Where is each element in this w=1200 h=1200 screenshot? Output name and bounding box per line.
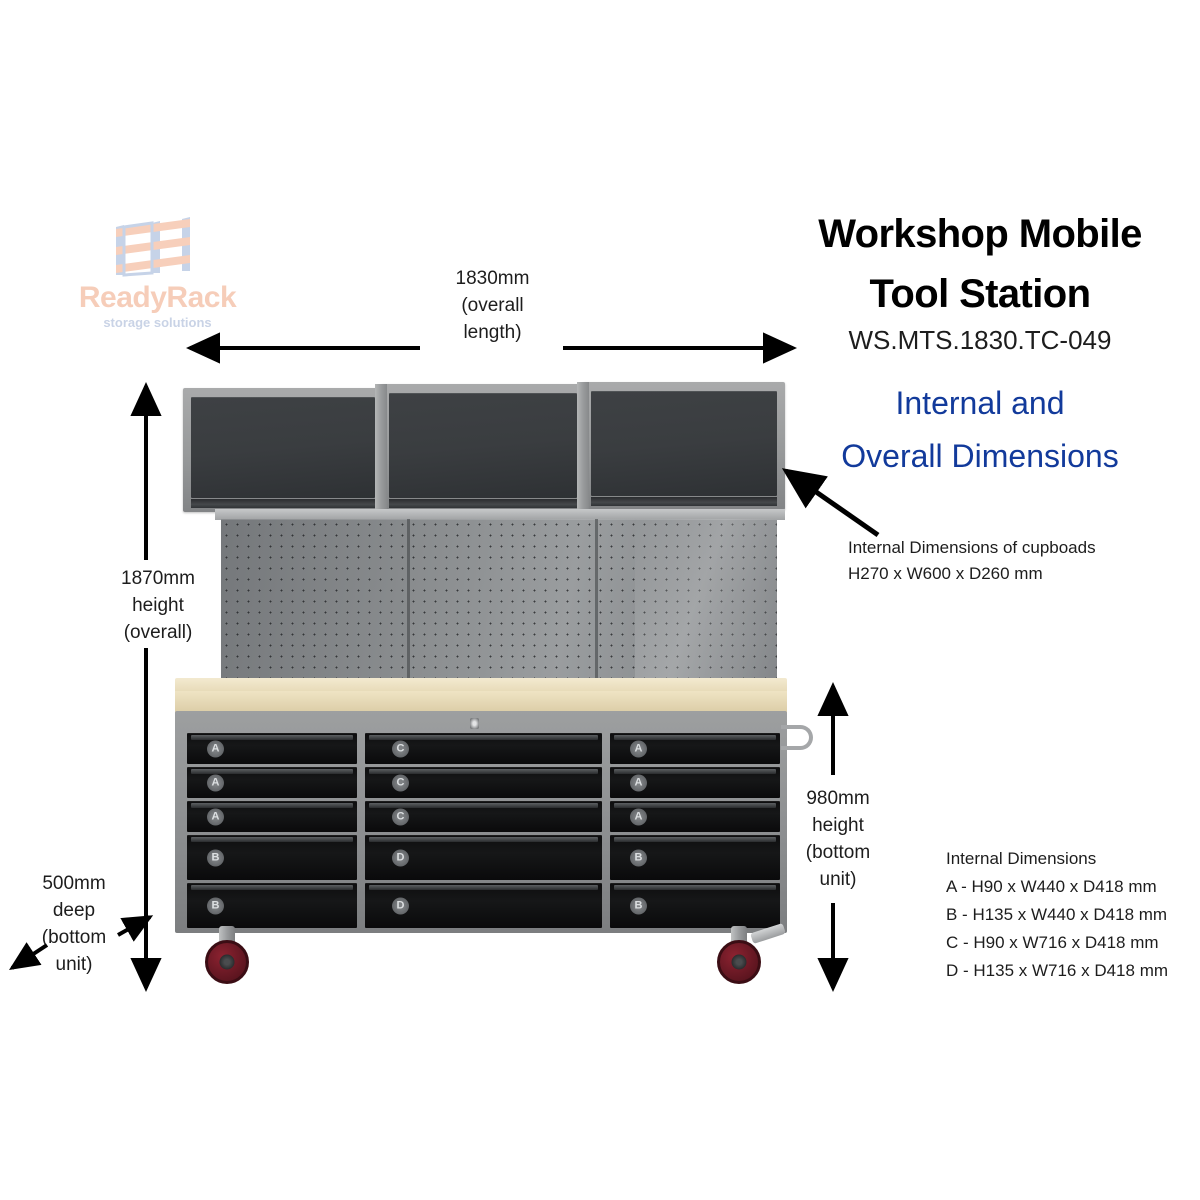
cupboard-door-left <box>191 397 375 498</box>
drawer-pull <box>191 837 353 842</box>
cupboard-note-line-2: H270 x W600 x D260 mm <box>848 564 1043 583</box>
drawer-pull <box>614 885 776 890</box>
drawer-row[interactable]: D <box>365 883 602 928</box>
drawer-badge: B <box>630 897 647 914</box>
caster-hub <box>219 954 235 970</box>
drawer-row[interactable]: C <box>365 733 602 764</box>
drawer-row[interactable]: A <box>187 801 357 832</box>
overhead-cupboard-left <box>183 388 383 512</box>
pegboard-seam-left <box>407 519 410 684</box>
cabinet-push-handle <box>781 725 813 750</box>
drawer-pull <box>369 735 598 740</box>
logo-wordmark: ReadyRack <box>78 281 237 314</box>
cabinet-lock-icon <box>470 718 479 729</box>
drawer-pull <box>191 885 353 890</box>
drawer-badge: A <box>630 740 647 757</box>
overhead-cupboard-right <box>583 382 785 510</box>
cupboard-note-line-1: Internal Dimensions of cupboads <box>848 538 1096 557</box>
drawer-row[interactable]: A <box>610 767 780 798</box>
cupboard-door-center <box>389 393 577 498</box>
drawer-column-center: C C C D D <box>365 733 602 928</box>
drawer-badge: A <box>207 774 224 791</box>
subtitle-line-2: Overall Dimensions <box>841 438 1119 474</box>
drawer-pull <box>369 769 598 774</box>
pegboard-seam-right <box>595 519 598 684</box>
cupboard-lip-center <box>389 499 577 508</box>
shelving-rack-icon <box>116 217 190 277</box>
caster-wheel-right <box>717 940 761 984</box>
cupboard-lip-left <box>191 499 375 508</box>
pegboard-panel-group <box>221 519 777 684</box>
drawer-pull <box>191 769 353 774</box>
drawer-row[interactable]: A <box>187 733 357 764</box>
drawer-row[interactable]: C <box>365 801 602 832</box>
internal-dimensions-row-c: C - H90 x W716 x D418 mm <box>946 933 1159 952</box>
product-illustration: A A A B B C C C D D A A A B B <box>165 378 813 1003</box>
cupboard-divider-post-right <box>577 382 589 512</box>
internal-dimensions-row-b: B - H135 x W440 x D418 mm <box>946 905 1168 924</box>
pegboard-top-rail <box>215 509 785 520</box>
page-title-line-1: Workshop Mobile <box>818 212 1142 256</box>
drawer-row[interactable]: C <box>365 767 602 798</box>
drawer-column-left: A A A B B <box>187 733 357 928</box>
drawer-badge: A <box>207 808 224 825</box>
drawer-row[interactable]: A <box>610 733 780 764</box>
drawer-pull <box>369 837 598 842</box>
timber-worktop-surface <box>175 678 787 693</box>
drawer-row[interactable]: B <box>187 835 357 880</box>
overhead-cupboard-center <box>381 384 585 512</box>
drawer-pull <box>614 803 776 808</box>
cupboard-divider-post-left <box>375 384 387 512</box>
drawer-badge: D <box>392 897 409 914</box>
subtitle-line-1: Internal and <box>895 385 1065 421</box>
drawer-badge: A <box>207 740 224 757</box>
drawer-pull <box>191 735 353 740</box>
page-title-line-2: Tool Station <box>869 272 1092 316</box>
internal-dimensions-row-a: A - H90 x W440 x D418 mm <box>946 877 1157 896</box>
drawer-badge: D <box>392 849 409 866</box>
drawer-badge: C <box>392 774 409 791</box>
cupboard-lip-right <box>591 497 777 506</box>
drawer-pull <box>369 803 598 808</box>
readyrack-logo: ReadyRack storage solutions <box>55 215 260 335</box>
cupboard-door-right <box>591 391 777 496</box>
drawer-row[interactable]: B <box>610 883 780 928</box>
product-sku: WS.MTS.1830.TC-049 <box>848 325 1112 355</box>
drawer-pull <box>614 837 776 842</box>
drawer-column-right: A A A B B <box>610 733 780 928</box>
cupboard-internal-dimensions-note: Internal Dimensions of cupboads H270 x W… <box>848 535 1096 587</box>
drawer-badge: B <box>630 849 647 866</box>
timber-worktop-edge <box>175 691 787 713</box>
drawer-row[interactable]: A <box>187 767 357 798</box>
logo-tagline: storage solutions <box>103 315 212 330</box>
drawer-badge: A <box>630 774 647 791</box>
drawer-badge: A <box>630 808 647 825</box>
drawer-pull <box>614 769 776 774</box>
drawer-badge: B <box>207 897 224 914</box>
drawer-row[interactable]: A <box>610 801 780 832</box>
drawer-row[interactable]: B <box>610 835 780 880</box>
caster-wheel-left <box>205 940 249 984</box>
internal-dimensions-heading: Internal Dimensions <box>946 849 1097 868</box>
drawer-badge: C <box>392 740 409 757</box>
drawer-pull <box>614 735 776 740</box>
drawer-pull <box>191 803 353 808</box>
drawer-pull <box>369 885 598 890</box>
internal-dimensions-list: Internal Dimensions A - H90 x W440 x D41… <box>946 845 1168 985</box>
drawer-badge: C <box>392 808 409 825</box>
drawer-row[interactable]: B <box>187 883 357 928</box>
drawer-row[interactable]: D <box>365 835 602 880</box>
caster-hub <box>731 954 747 970</box>
drawer-badge: B <box>207 849 224 866</box>
internal-dimensions-row-d: D - H135 x W716 x D418 mm <box>946 961 1169 980</box>
